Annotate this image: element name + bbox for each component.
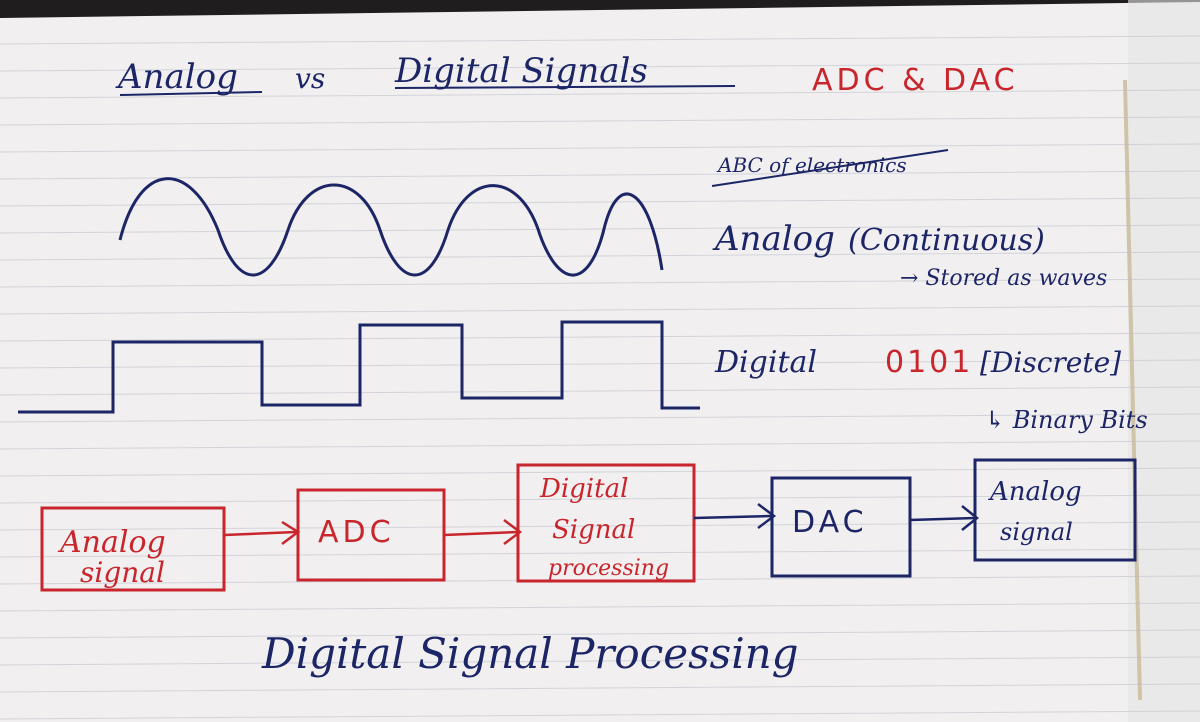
flow-dac-box: DAC — [770, 476, 912, 578]
page-edge-shadow — [1128, 0, 1200, 722]
rule-line — [0, 440, 1200, 450]
flow-analog-signal-text2: signal — [80, 556, 165, 589]
rule-line — [0, 251, 1200, 261]
rule-line — [0, 710, 1200, 720]
title-analog-underline — [119, 91, 263, 96]
ruled-lines — [0, 35, 1200, 720]
rule-line — [0, 305, 1200, 315]
rule-line — [0, 386, 1200, 396]
arrow-2 — [443, 519, 523, 545]
flow-analog-output-box: Analog signal — [973, 458, 1137, 562]
rule-line — [0, 35, 1200, 45]
digital-label: Digital — [714, 345, 817, 380]
rule-line — [0, 656, 1200, 666]
bottom-caption: Digital Signal Processing — [261, 629, 799, 678]
title-digital-signals: Digital Signals — [394, 51, 648, 91]
flow-output-text1: Analog — [988, 477, 1082, 507]
flow-analog-signal-text1: Analog — [57, 525, 166, 560]
arrow-3 — [693, 503, 777, 529]
flow-dsp-box: Digital Signal processing — [516, 463, 696, 583]
flow-dsp-text3: processing — [548, 556, 669, 581]
flow-analog-signal-box: Analog signal — [40, 506, 226, 592]
page-fold-line — [1123, 79, 1142, 701]
adc-dac-heading: ADC & DAC — [812, 63, 1019, 98]
rule-line — [0, 170, 1200, 180]
abc-underline — [711, 149, 949, 187]
digital-discrete-note: [Discrete] — [980, 346, 1121, 379]
rule-line — [0, 413, 1200, 423]
title-vs: vs — [295, 62, 325, 95]
rule-line — [0, 197, 1200, 207]
digital-binary-note: ↳ Binary Bits — [985, 406, 1148, 434]
analog-stored-note: → Stored as waves — [900, 266, 1107, 291]
title-underline — [394, 85, 736, 89]
rule-line — [0, 521, 1200, 531]
rule-line — [0, 62, 1200, 72]
flow-adc-text: ADC — [318, 515, 395, 550]
analog-continuous-note: (Continuous) — [848, 223, 1045, 258]
rule-line — [0, 467, 1200, 477]
flow-output-text2: signal — [1000, 518, 1073, 546]
rule-line — [0, 332, 1200, 342]
rule-line — [0, 116, 1200, 126]
rule-line — [0, 224, 1200, 234]
abc-subtitle: ABC of electronics — [716, 153, 907, 177]
rule-line — [0, 494, 1200, 504]
rule-line — [0, 683, 1200, 693]
rule-line — [0, 89, 1200, 99]
rule-line — [0, 548, 1200, 558]
rule-line — [0, 143, 1200, 153]
flow-dsp-text1: Digital — [539, 474, 628, 504]
rule-line — [0, 359, 1200, 369]
analog-sine-wave — [118, 177, 664, 277]
digital-bits: 0101 — [885, 345, 973, 380]
flow-dac-text: DAC — [792, 505, 868, 540]
rule-line — [0, 602, 1200, 612]
title-analog: Analog — [115, 57, 238, 97]
arrow-4 — [909, 505, 980, 531]
rule-line — [0, 278, 1200, 288]
flow-dsp-text2: Signal — [552, 515, 635, 545]
digital-square-wave — [18, 320, 700, 414]
rule-line — [0, 629, 1200, 639]
analog-label: Analog — [712, 219, 835, 259]
